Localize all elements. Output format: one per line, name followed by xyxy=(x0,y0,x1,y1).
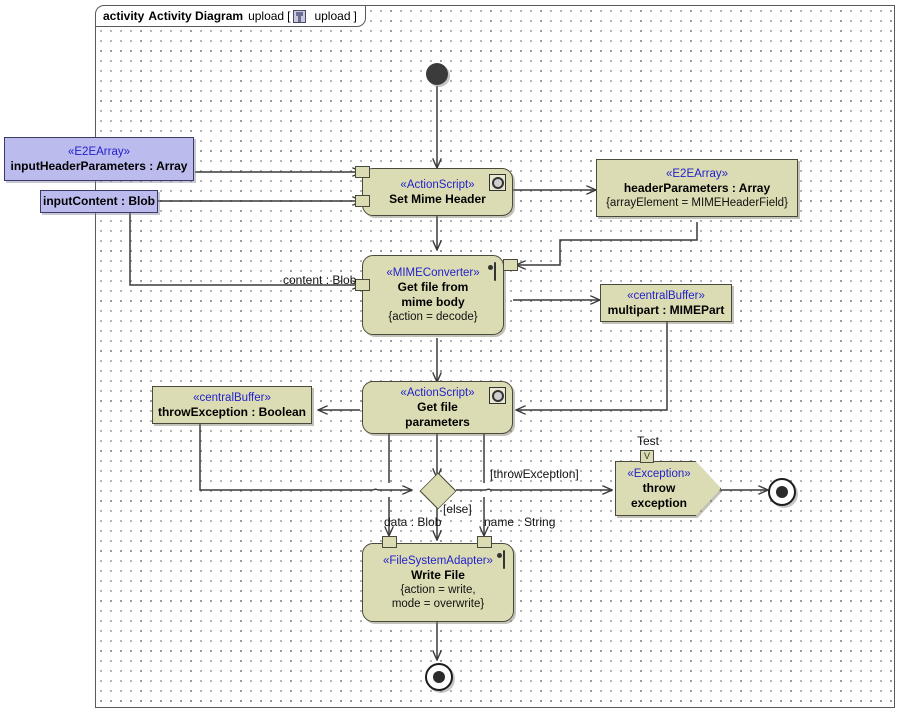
pin-test-label: Test xyxy=(637,434,660,448)
throw-exception-label-2: exception xyxy=(630,495,687,510)
pin-mime-converter-in[interactable] xyxy=(503,259,518,271)
input-content-node[interactable]: inputContent : Blob xyxy=(40,190,158,213)
frame-metaclass: Activity Diagram xyxy=(148,9,244,23)
action-get-file-from-mime-body[interactable]: «MIMEConverter» Get file from mime body … xyxy=(362,255,504,335)
pin-set-mime-header-in-2[interactable] xyxy=(355,195,370,207)
action-get-file-parameters[interactable]: «ActionScript» Get file parameters xyxy=(362,381,513,434)
header-parameters-stereotype: «E2EArray» xyxy=(665,167,728,180)
header-parameters-property: {arrayElement = MIMEHeaderField} xyxy=(606,196,788,209)
write-file-property-2: mode = overwrite} xyxy=(391,598,485,610)
write-file-label: Write File xyxy=(411,568,465,582)
action-throw-exception[interactable]: «Exception» throw exception xyxy=(615,461,721,516)
pin-test-glyph: V xyxy=(643,451,650,461)
write-file-stereotype: «FileSystemAdapter» xyxy=(383,555,493,567)
input-content-label: inputContent : Blob xyxy=(43,194,155,208)
set-mime-header-label: Set Mime Header xyxy=(389,191,486,206)
edge-label-name-string: name : String xyxy=(484,515,556,529)
frame-name: upload xyxy=(248,9,285,23)
get-file-from-mime-body-label-2: mime body xyxy=(401,295,465,309)
pin-test[interactable]: V xyxy=(640,450,654,463)
frame-bracket-open: [ xyxy=(287,9,291,23)
frame-param: upload xyxy=(314,9,351,23)
write-file-property-1: {action = write, xyxy=(400,584,476,596)
get-file-parameters-label-2: parameters xyxy=(405,414,470,429)
gear-icon xyxy=(489,387,506,404)
decision-node[interactable] xyxy=(418,472,457,510)
multipart-label: multipart : MIMEPart xyxy=(607,302,725,317)
activity-final-node-main[interactable] xyxy=(425,663,453,691)
gear-icon xyxy=(489,174,506,191)
set-mime-header-stereotype: «ActionScript» xyxy=(400,178,475,191)
edge-label-throw-exception-guard: [throwException] xyxy=(490,467,579,481)
pin-set-mime-header-in-1[interactable] xyxy=(355,166,370,178)
edge-label-content-blob: content : Blob xyxy=(283,273,357,287)
pill-icon xyxy=(494,262,496,281)
input-header-parameters-node[interactable]: «E2EArray» inputHeaderParameters : Array xyxy=(4,137,194,181)
initial-node[interactable] xyxy=(426,63,448,85)
activity-final-node-exception[interactable] xyxy=(768,478,796,506)
input-header-parameters-label: inputHeaderParameters : Array xyxy=(10,158,188,173)
pill-icon xyxy=(503,550,505,569)
throw-exception-buffer-stereotype: «centralBuffer» xyxy=(193,391,271,404)
pin-write-file-name[interactable] xyxy=(477,536,492,548)
object-header-parameters[interactable]: «E2EArray» headerParameters : Array {arr… xyxy=(596,159,798,217)
edge-label-else-guard: [else] xyxy=(443,502,472,516)
object-multipart[interactable]: «centralBuffer» multipart : MIMEPart xyxy=(600,284,732,322)
pin-content-blob[interactable] xyxy=(355,279,370,291)
activity-diagram-icon xyxy=(293,9,307,23)
header-parameters-label: headerParameters : Array xyxy=(623,180,771,195)
diagram-frame-header: activity Activity Diagram upload [ uploa… xyxy=(95,5,366,27)
frame-bracket-close: ] xyxy=(353,9,357,23)
action-write-file[interactable]: «FileSystemAdapter» Write File {action =… xyxy=(362,543,514,622)
multipart-stereotype: «centralBuffer» xyxy=(627,289,705,302)
object-throw-exception-buffer[interactable]: «centralBuffer» throwException : Boolean xyxy=(152,386,312,424)
throw-exception-stereotype: «Exception» xyxy=(627,467,691,480)
mime-converter-stereotype: «MIMEConverter» xyxy=(386,267,480,279)
throw-exception-buffer-label: throwException : Boolean xyxy=(157,404,306,419)
action-set-mime-header[interactable]: «ActionScript» Set Mime Header xyxy=(362,168,513,216)
get-file-parameters-stereotype: «ActionScript» xyxy=(400,386,475,399)
input-header-parameters-stereotype: «E2EArray» xyxy=(67,145,130,158)
get-file-parameters-label-1: Get file xyxy=(417,399,458,414)
edge-label-data-blob: data : Blob xyxy=(384,515,442,529)
get-file-from-mime-body-property: {action = decode} xyxy=(388,311,478,323)
throw-exception-label-1: throw xyxy=(642,480,676,495)
pin-write-file-data[interactable] xyxy=(382,536,397,548)
frame-keyword: activity xyxy=(103,9,145,23)
get-file-from-mime-body-label-1: Get file from xyxy=(397,280,469,294)
